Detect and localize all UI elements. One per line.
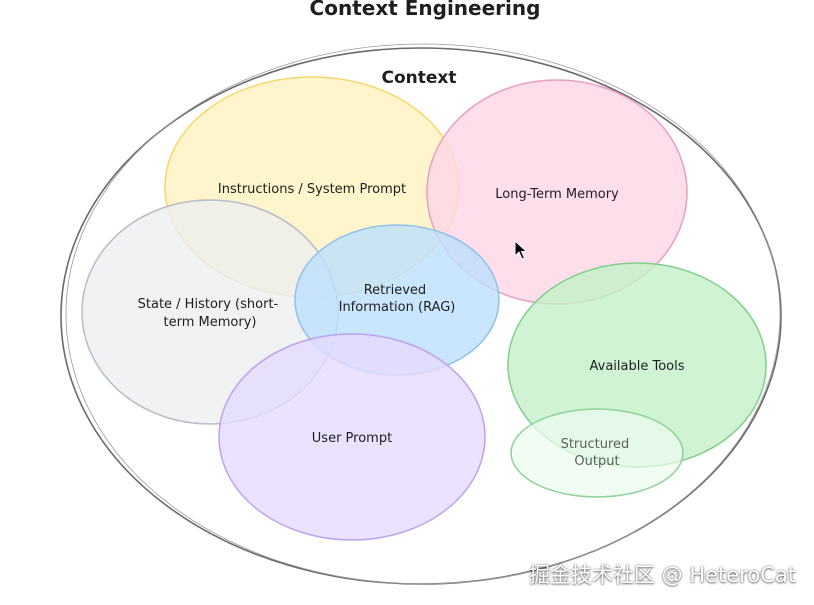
- user-prompt-shape: [218, 333, 486, 541]
- retrieved-info-label: Retrieved Information (RAG): [339, 283, 456, 315]
- available-tools-label-line: Available Tools: [590, 359, 685, 374]
- retrieved-info-label-line-2: Information (RAG): [339, 300, 456, 315]
- long-term-memory-label: Long-Term Memory: [495, 187, 619, 202]
- structured-output-circle: Structured Output: [510, 408, 684, 498]
- instructions-label-line: Instructions / System Prompt: [218, 182, 406, 197]
- structured-output-label: Structured Output: [561, 437, 634, 469]
- diagram-title: Context Engineering: [310, 0, 541, 20]
- retrieved-info-label-line-1: Retrieved: [364, 283, 426, 298]
- structured-output-shape: [510, 408, 684, 498]
- state-history-label: State / History (short- term Memory): [138, 297, 283, 330]
- available-tools-label: Available Tools: [590, 359, 685, 374]
- watermark: 掘金技术社区 @ HeteroCat: [528, 563, 796, 587]
- user-prompt-label: User Prompt: [312, 431, 392, 446]
- user-prompt-label-line: User Prompt: [312, 431, 392, 446]
- context-outline-sketch: [65, 43, 781, 585]
- state-history-label-line-2: term Memory): [164, 315, 257, 330]
- user-prompt-circle: User Prompt: [218, 333, 486, 541]
- context-label: Context: [381, 68, 456, 88]
- mouse-cursor-icon: [514, 239, 528, 260]
- state-history-label-line-1: State / History (short-: [138, 297, 279, 312]
- structured-output-label-line-1: Structured: [561, 437, 630, 452]
- instructions-label: Instructions / System Prompt: [218, 182, 406, 197]
- structured-output-label-line-2: Output: [574, 454, 619, 469]
- long-term-memory-label-line: Long-Term Memory: [495, 187, 619, 202]
